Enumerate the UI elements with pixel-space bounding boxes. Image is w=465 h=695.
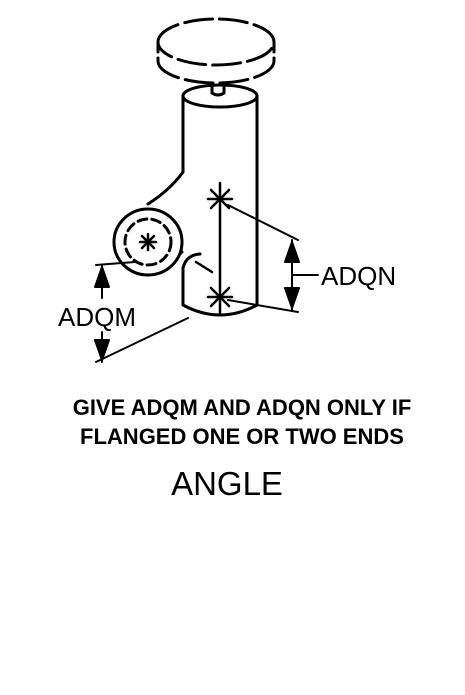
adqm-extension-lower [95, 317, 189, 363]
adqn-extension-upper [227, 204, 299, 241]
lower-center-mark [206, 286, 234, 308]
adqm-arrow-down [94, 339, 110, 361]
adqm-arrow-up [94, 266, 110, 288]
caption-line-2: FLANGED ONE OR TWO ENDS [80, 424, 404, 449]
hidden-line-mark [194, 260, 214, 274]
angle-fitting-drawing [94, 17, 319, 363]
branch-upper-edge [146, 170, 185, 206]
adqn-label: ADQN [321, 261, 396, 291]
mating-cap-top-ellipse [156, 17, 276, 67]
diagram-title: ANGLE [171, 465, 283, 502]
adqn-arrow-down [284, 287, 300, 309]
side-branch [112, 170, 185, 277]
body-centerline [194, 181, 234, 317]
upper-center-mark [206, 188, 234, 210]
mating-cap-bottom-edge [156, 59, 276, 85]
branch-inner-curve [181, 252, 202, 270]
branch-end-outer [112, 207, 184, 277]
adqm-dimension [94, 261, 189, 363]
branch-center-mark [138, 232, 158, 252]
caption-line-1: GIVE ADQM AND ADQN ONLY IF [73, 395, 412, 420]
mating-cap [156, 17, 276, 85]
branch-end-inner-dashed [123, 217, 173, 267]
adqn-arrow-up [284, 241, 300, 263]
adqn-extension-lower [227, 299, 299, 313]
adqm-label: ADQM [58, 302, 136, 332]
adqn-dimension [227, 204, 319, 313]
